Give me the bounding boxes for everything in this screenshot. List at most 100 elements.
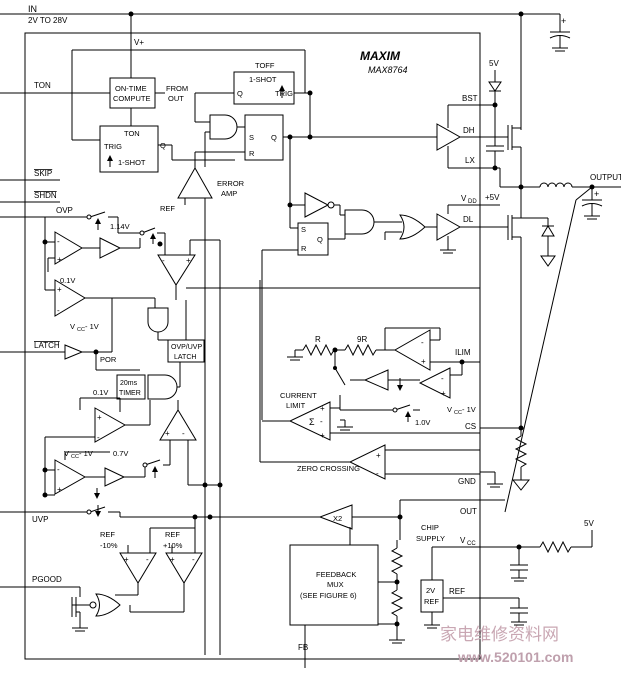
sense-resistor (514, 435, 528, 468)
from-out-l1: FROM (166, 84, 188, 93)
pin-out: OUT (460, 507, 477, 516)
ref-2v-block (420, 579, 444, 613)
ton-trig: TRIG (104, 142, 122, 151)
toff-q: Q (237, 89, 243, 98)
pin-uvp: UVP (32, 515, 48, 524)
chip-outline (24, 32, 481, 660)
from-out-l2: OUT (168, 94, 184, 103)
label-vcc-1v-c-sub: CC (454, 410, 462, 416)
svg-text:-: - (146, 555, 149, 564)
output-label: OUTPUT (590, 173, 621, 182)
svg-text:-: - (57, 465, 60, 474)
svg-text:-: - (421, 338, 424, 347)
ref-2v-l1: 2V (426, 586, 435, 595)
bootstrap-diode (488, 81, 502, 92)
toff-trig: TRIG (275, 89, 293, 98)
ref-2v-l2: REF (424, 597, 439, 606)
timer-l2: TIMER (119, 390, 141, 397)
svg-text:+: + (320, 431, 325, 440)
label-1-0v: 1.0V (415, 418, 430, 427)
sr1-r: R (249, 149, 255, 158)
uvp-buf (104, 467, 126, 487)
resistor-r (302, 343, 335, 357)
error-amp-l2: AMP (221, 189, 237, 198)
pin-lx: LX (465, 156, 475, 165)
svg-text:+: + (594, 189, 599, 199)
pin-bst: BST (462, 94, 478, 103)
uvp-comp-2 (54, 459, 87, 495)
svg-text:+: + (376, 451, 381, 460)
label-vcc-1v-b-sub: CC (71, 454, 79, 460)
sr1-q: Q (271, 133, 277, 142)
sr-latch-2 (297, 222, 329, 256)
label-0-1v-a: 0.1V (60, 276, 75, 285)
mux-l3: (SEE FIGURE 6) (300, 591, 357, 600)
pin-ref: REF (449, 587, 465, 596)
pin-pgood: PGOOD (32, 575, 62, 584)
watermark-cn: 家电维修资料网 (440, 625, 559, 644)
svg-text:+: + (165, 429, 170, 438)
in-range: 2V TO 28V (28, 16, 68, 25)
pin-latch: LATCH (34, 341, 60, 350)
pin-shdn: SHDN (34, 191, 57, 200)
svg-text:+: + (441, 389, 446, 398)
svg-text:+: + (170, 555, 175, 564)
timer-block (116, 374, 146, 400)
ref-plus-pct: +10% (163, 541, 183, 550)
error-amp (177, 166, 213, 199)
pin-ton: TON (34, 81, 51, 90)
on-time-l1: ON-TIME (115, 84, 147, 93)
toff-label: TOFF (255, 61, 275, 70)
pgood-comp-2 (165, 552, 203, 584)
uvp-comp-1 (94, 407, 127, 443)
divider-r2 (390, 589, 404, 617)
maxim-logo: MAXIM (360, 49, 401, 63)
and-gate-4 (147, 374, 178, 400)
ovp-switch (89, 211, 106, 218)
pin-gnd: GND (458, 477, 476, 486)
por-label: POR (100, 355, 117, 364)
zero-crossing-label: ZERO CROSSING (297, 464, 360, 473)
resistor-9r (344, 343, 377, 357)
label-vcc-1v-b-tail: - 1V (79, 449, 93, 458)
svg-text:-: - (192, 555, 195, 564)
ilim-comp (418, 367, 451, 399)
sr1-s: S (249, 133, 254, 142)
svg-text:-: - (320, 417, 323, 426)
pgood-or-gate (95, 593, 121, 617)
label-vcc-1v-c: V (447, 405, 452, 414)
label-5v-top: 5V (489, 59, 499, 68)
label-vcc-1v-b: V (64, 449, 69, 458)
label-0-7v: 0.7V (113, 449, 128, 458)
svg-text:+: + (561, 16, 566, 26)
svg-text:+: + (124, 555, 129, 564)
pin-fb: FB (298, 643, 308, 652)
pin-vdd-sub: DD (468, 199, 477, 205)
svg-text:-: - (376, 469, 379, 478)
chip-name: MAX8764 (368, 65, 408, 75)
output-inductor (539, 182, 573, 188)
in-label: IN (28, 4, 37, 14)
zero-crossing-comp (348, 444, 386, 480)
svg-text:-: - (97, 433, 100, 442)
label-vcc-1v-a-sub: CC (77, 327, 85, 333)
pin-cs: CS (465, 422, 476, 431)
ovp-comp-2 (54, 279, 86, 317)
pin-vdd: V (461, 194, 467, 203)
ovp-comp-3 (157, 254, 196, 286)
svg-text:-: - (162, 256, 165, 265)
chip-supply-l2: SUPPLY (416, 534, 445, 543)
svg-text:+: + (57, 285, 62, 294)
ton-one-shot: 1-SHOT (118, 158, 146, 167)
svg-text:-: - (441, 374, 444, 383)
pin-vcc-sub: CC (467, 541, 476, 547)
inverter-1 (304, 192, 330, 218)
pin-ovp: OVP (56, 206, 73, 215)
svg-text:-: - (182, 429, 185, 438)
sr2-r: R (301, 244, 307, 253)
pin-dl: DL (463, 215, 474, 224)
pin-ilim: ILIM (455, 348, 471, 357)
svg-text:+: + (57, 255, 62, 264)
latch-l2: LATCH (174, 354, 196, 361)
